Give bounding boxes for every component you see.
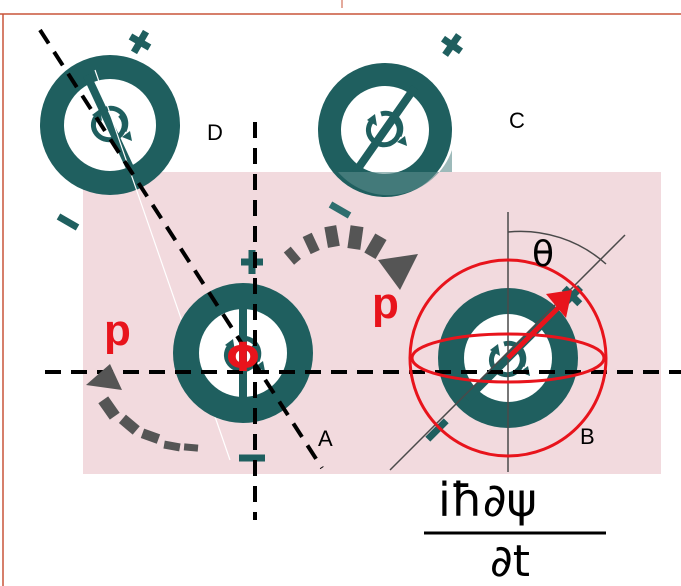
- plus-sign-D: [128, 29, 152, 55]
- theta-label: θ: [532, 234, 554, 275]
- bloch-sphere: [408, 258, 608, 458]
- rotation-arrow-upper: [283, 225, 418, 290]
- label-B: B: [580, 424, 595, 449]
- plus-sign-C: [440, 33, 464, 57]
- minus-sign-B: [425, 418, 449, 442]
- label-D: D: [207, 120, 223, 145]
- rotation-arrow-lower: [86, 364, 199, 452]
- minus-sign-D: [56, 213, 80, 231]
- label-A: A: [318, 426, 333, 451]
- minus-sign-C: [328, 201, 352, 219]
- equation-numerator: iħ∂ψ: [438, 473, 537, 527]
- bloch-axes: [389, 212, 626, 472]
- momentum-label-left: p: [104, 306, 131, 355]
- minus-sign-A: [239, 454, 265, 462]
- particle-A: [173, 250, 313, 462]
- equation-denominator: ∂t: [490, 536, 530, 586]
- phi-symbol: Φ: [226, 335, 260, 381]
- axes: [38, 28, 681, 520]
- particle-C: [318, 33, 464, 219]
- plus-sign-A: [241, 250, 263, 274]
- momentum-label-right: p: [372, 279, 399, 328]
- label-C: C: [509, 108, 525, 133]
